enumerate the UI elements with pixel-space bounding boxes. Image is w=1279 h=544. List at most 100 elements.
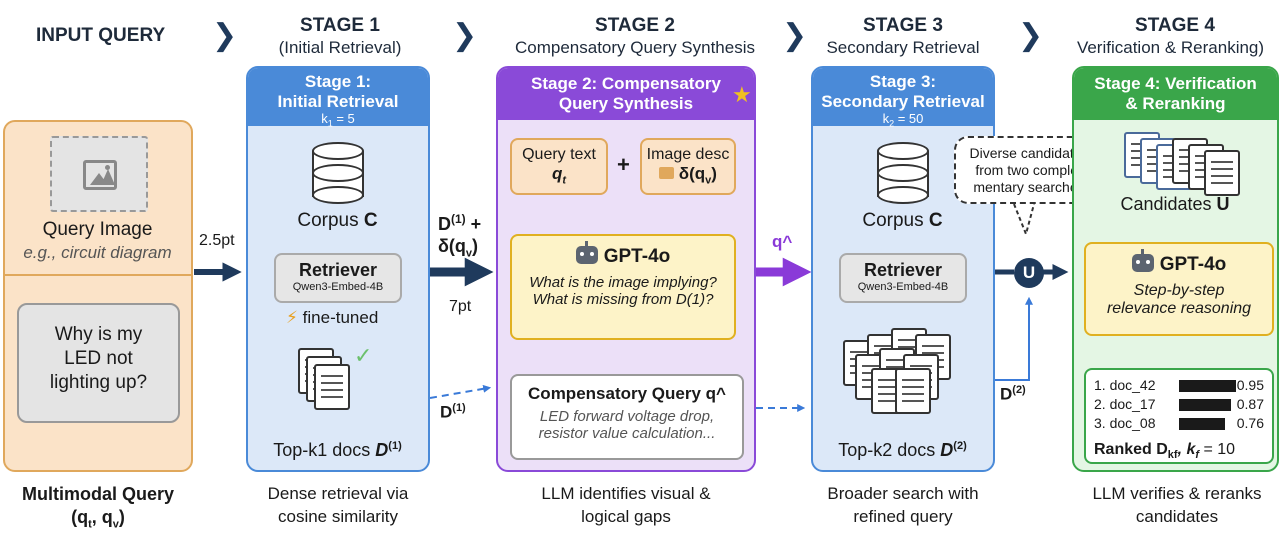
image-placeholder xyxy=(50,136,148,212)
query-text-input-box: Query text qt xyxy=(510,138,608,195)
stage1-title-line: Initial Retrieval xyxy=(277,92,399,111)
stage2-title-line: Stage 2: Compensatory xyxy=(531,74,721,93)
stage1-retriever-box: Retriever Qwen3-Embed-4B xyxy=(274,253,402,303)
query-text-label: Query text xyxy=(522,146,596,163)
stage3-corpus-label: Corpus C xyxy=(862,210,943,231)
gpt-label: GPT-4o xyxy=(1086,244,1272,276)
d2-to-union-arrow xyxy=(995,296,1033,381)
stage3-title-line: Stage 3: xyxy=(869,72,937,91)
compensatory-text: resistor value calculation... xyxy=(538,425,716,442)
stage3-panel: Stage 3: Secondary Retrieval k2 = 50 Cor… xyxy=(811,66,995,472)
stage2-caption: LLM identifies visual & logical gaps xyxy=(541,484,711,526)
ranked-label: Ranked Dkf, kf = 10 xyxy=(1094,441,1236,462)
ranked-score: 0.87 xyxy=(1236,396,1264,412)
stage2-subheader: Compensatory Query Synthesis xyxy=(515,38,755,57)
star-icon: ★ xyxy=(732,82,752,107)
stage1-title-line: Stage 1: xyxy=(304,72,372,91)
qt-label: qt xyxy=(551,164,567,187)
stage2-panel: Stage 2: Compensatory Query Synthesis ★ … xyxy=(496,66,756,472)
caption-math: (qt, qv) xyxy=(71,507,125,531)
multimodal-query-caption: Multimodal Query (qt, qv) xyxy=(0,483,196,537)
delta-label: δ(qv) xyxy=(642,164,734,186)
reasoning-text: relevance reasoning xyxy=(1106,300,1252,317)
stage1-header: STAGE 1 xyxy=(300,15,380,36)
stage1-k: k1 = 5 xyxy=(321,111,355,129)
score-bar xyxy=(1179,380,1236,392)
query-image-example: e.g., circuit diagram xyxy=(23,243,172,262)
check-icon: ✓ xyxy=(354,343,373,368)
gpt-question: What is missing from D(1)? xyxy=(532,291,714,308)
candidates-label: Candidates U xyxy=(1120,194,1230,214)
stage4-panel: Stage 4: Verification & Reranking Candid… xyxy=(1072,66,1279,472)
stage1-dashed-arrow xyxy=(429,384,492,399)
gpt-question: What is the image implying? xyxy=(529,274,717,291)
query-image-label: Query Image xyxy=(42,219,153,240)
stage4-subheader: Verification & Reranking) xyxy=(1076,38,1265,57)
image-desc-label: Image desc xyxy=(646,146,730,163)
stage4-gpt-box: GPT-4o Step-by-step relevance reasoning xyxy=(1084,242,1274,336)
input-query-header: INPUT QUERY xyxy=(36,25,166,46)
bubble-tail xyxy=(1013,203,1035,238)
stage2-gpt-box: GPT-4o What is the image implying? What … xyxy=(510,234,736,340)
stage3-k: k2 = 50 xyxy=(882,111,924,129)
input-arrow-label: 2.5pt xyxy=(199,232,235,249)
image-desc-box: Image desc δ(qv) xyxy=(640,138,736,195)
bubble-text: mentary searches xyxy=(973,179,1085,195)
stage3-retriever-box: Retriever Qwen3-Embed-4B xyxy=(839,253,967,303)
image-icon xyxy=(659,167,675,179)
robot-icon xyxy=(1131,249,1154,272)
query-text-box: Why is my LED not lighting up? xyxy=(17,303,180,423)
stage3-subheader: Secondary Retrieval xyxy=(826,38,980,57)
score-bar xyxy=(1179,399,1231,411)
compensatory-query-box: Compensatory Query q^ LED forward voltag… xyxy=(510,374,744,460)
stage3-caption: Broader search with refined query xyxy=(827,484,979,526)
stage4-title-line: & Reranking xyxy=(1125,94,1226,113)
stage1-corpus-label: Corpus C xyxy=(297,210,378,231)
ranked-doc-label: 3. doc_08 xyxy=(1094,415,1156,431)
stage1-pt-label: 7pt xyxy=(449,298,472,315)
robot-icon xyxy=(575,241,598,264)
database-icon xyxy=(312,142,364,204)
stage3-title-line: Secondary Retrieval xyxy=(821,92,985,111)
retriever-label: Retriever xyxy=(863,260,943,280)
stage4-caption: LLM verifies & reranks candidates xyxy=(1092,484,1262,526)
score-bar xyxy=(1179,418,1225,430)
gpt-label: GPT-4o xyxy=(512,236,734,268)
stage3-header: STAGE 3 xyxy=(863,15,943,36)
image-icon xyxy=(83,160,117,190)
stage2-output-label: q^ xyxy=(772,232,793,251)
chevron-right-icon: ❯ xyxy=(782,19,808,52)
ranked-doc-label: 2. doc_17 xyxy=(1094,396,1156,412)
stage1-panel: Stage 1: Initial Retrieval k1 = 5 Corpus… xyxy=(246,66,430,472)
compensatory-title: Compensatory Query q^ xyxy=(528,384,726,403)
ranked-score: 0.76 xyxy=(1236,415,1264,431)
retriever-model: Qwen3-Embed-4B xyxy=(292,281,384,293)
stage3-title: Stage 3: Secondary Retrieval k2 = 50 xyxy=(813,68,993,129)
stage3-d2-label: D(2) xyxy=(1000,384,1026,404)
divider xyxy=(5,274,191,276)
union-node: U xyxy=(1014,258,1044,288)
reasoning-text: Step-by-step xyxy=(1133,282,1225,299)
bubble-text: from two comple- xyxy=(975,162,1083,178)
ranked-row: 3. doc_08 0.76 xyxy=(1094,414,1264,433)
stage4-title: Stage 4: Verification & Reranking xyxy=(1074,68,1277,120)
fine-tuned-label: ⚡ fine-tuned xyxy=(286,308,379,327)
ranked-row: 2. doc_17 0.87 xyxy=(1094,395,1264,414)
stage1-output-label: D(1) + δ(qv) xyxy=(438,212,482,260)
stage4-header: STAGE 4 xyxy=(1135,15,1215,36)
compensatory-text: LED forward voltage drop, xyxy=(539,408,715,425)
stage2-header: STAGE 2 xyxy=(595,15,675,36)
stage4-title-line: Stage 4: Verification xyxy=(1094,74,1257,93)
plus-symbol: + xyxy=(617,152,630,177)
lightning-icon: ⚡ xyxy=(286,308,298,327)
retriever-label: Retriever xyxy=(298,260,378,280)
stage1-docs-label: Top-k1 docs D(1) xyxy=(273,440,402,460)
stage3-docs-label: Top-k2 docs D(2) xyxy=(838,440,967,460)
ranked-score: 0.95 xyxy=(1236,377,1264,393)
chevron-right-icon: ❯ xyxy=(1018,19,1044,52)
query-question: Why is my LED not lighting up? xyxy=(49,324,148,393)
stage1-caption: Dense retrieval via cosine similarity xyxy=(267,484,409,526)
chevron-right-icon: ❯ xyxy=(452,19,478,52)
